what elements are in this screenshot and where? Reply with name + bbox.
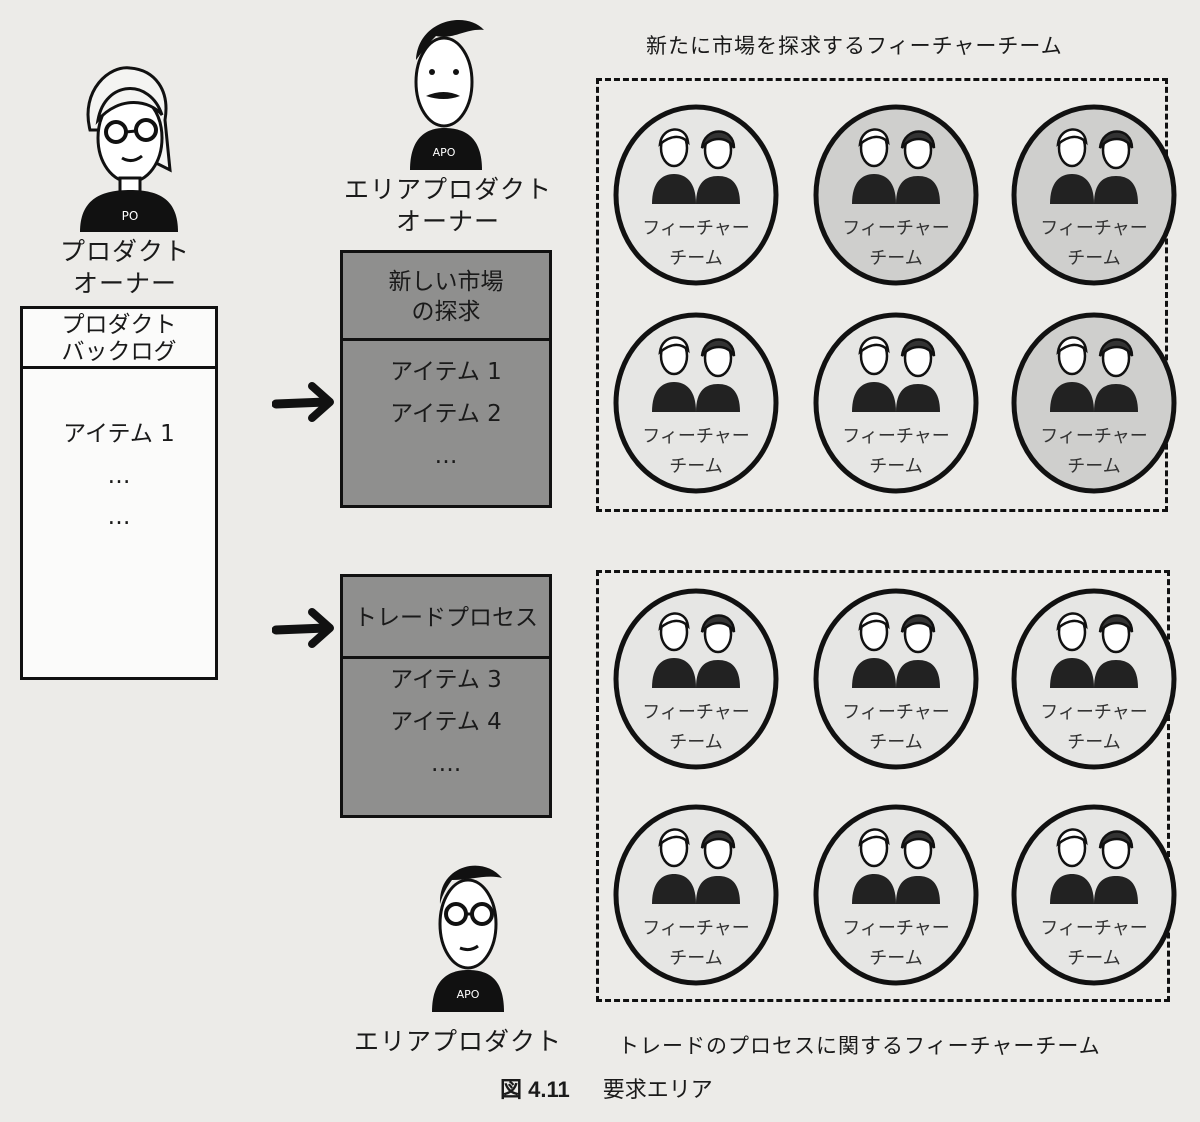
- feature-team-group-trade: [596, 570, 1170, 1002]
- team-label: チーム: [1067, 948, 1121, 969]
- team-label: フィーチャー: [642, 218, 750, 239]
- svg-text:APO: APO: [457, 988, 480, 1001]
- group-title-trade: トレードのプロセスに関するフィーチャーチーム: [618, 1034, 1101, 1058]
- team-members-icon: [813, 104, 979, 286]
- arrow-right-icon: [272, 608, 334, 648]
- product-owner-avatar: PO: [80, 66, 178, 232]
- team-members-icon: [1011, 804, 1177, 986]
- product-backlog: プロダクト バックログ アイテム 1 … …: [20, 306, 218, 680]
- feature-team-circle: フィーチャーチーム: [612, 312, 780, 494]
- team-label: フィーチャー: [842, 918, 950, 939]
- team-label: フィーチャー: [1040, 918, 1148, 939]
- team-label: チーム: [1067, 456, 1121, 477]
- feature-team-circle: フィーチャーチーム: [1010, 312, 1178, 494]
- feature-team-circle: フィーチャーチーム: [1010, 804, 1178, 986]
- team-label: フィーチャー: [1040, 218, 1148, 239]
- area-item: アイテム 2: [390, 401, 502, 427]
- area-item: アイテム 4: [390, 709, 502, 735]
- area-header: トレードプロセス: [343, 577, 549, 659]
- area-item: アイテム 1: [390, 359, 502, 385]
- team-members-icon: [1011, 312, 1177, 494]
- figure-number: 図 4.11: [500, 1077, 570, 1102]
- area-product-owner-avatar: APO: [410, 20, 484, 170]
- team-label: チーム: [1067, 732, 1121, 753]
- feature-team-circle: フィーチャーチーム: [1010, 588, 1178, 770]
- feature-team-circle: フィーチャーチーム: [612, 588, 780, 770]
- team-label: チーム: [869, 948, 923, 969]
- team-members-icon: [813, 804, 979, 986]
- backlog-item: …: [107, 504, 131, 530]
- team-members-icon: [613, 804, 779, 986]
- area-item: ….: [430, 751, 462, 777]
- figure-title: 要求エリア: [602, 1078, 713, 1103]
- team-members-icon: [613, 312, 779, 494]
- area-item: …: [434, 443, 458, 469]
- team-label: フィーチャー: [1040, 426, 1148, 447]
- area-product-owner-label: エリアプロダクト オーナー: [343, 175, 552, 236]
- figure-caption: 図 4.11 要求エリア: [500, 1072, 713, 1104]
- team-members-icon: [613, 588, 779, 770]
- backlog-item: …: [107, 463, 131, 489]
- backlog-item: アイテム 1: [63, 421, 175, 447]
- feature-team-circle: フィーチャーチーム: [612, 804, 780, 986]
- team-members-icon: [613, 104, 779, 286]
- feature-team-circle: フィーチャーチーム: [812, 312, 980, 494]
- team-members-icon: [813, 588, 979, 770]
- area-product-owner-avatar: APO: [432, 865, 504, 1012]
- area-header: 新しい市場 の探求: [343, 253, 549, 341]
- requirement-area-new-market: 新しい市場 の探求 アイテム 1 アイテム 2 …: [340, 250, 552, 508]
- requirement-area-trade: トレードプロセス アイテム 3 アイテム 4 ….: [340, 574, 552, 818]
- feature-team-circle: フィーチャーチーム: [1010, 104, 1178, 286]
- area-product-owner-label: エリアプロダクト: [353, 1027, 562, 1056]
- group-title-new-market: 新たに市場を探求するフィーチャーチーム: [646, 34, 1063, 58]
- feature-team-group-new-market: [596, 78, 1168, 512]
- team-label: チーム: [669, 948, 723, 969]
- svg-text:APO: APO: [433, 146, 456, 159]
- feature-team-circle: フィーチャーチーム: [812, 104, 980, 286]
- svg-text:PO: PO: [122, 209, 139, 223]
- team-label: チーム: [869, 732, 923, 753]
- team-label: フィーチャー: [842, 426, 950, 447]
- product-backlog-header: プロダクト バックログ: [23, 309, 215, 369]
- feature-team-circle: フィーチャーチーム: [812, 588, 980, 770]
- team-members-icon: [813, 312, 979, 494]
- team-label: チーム: [869, 248, 923, 269]
- team-label: フィーチャー: [642, 918, 750, 939]
- team-label: フィーチャー: [642, 702, 750, 723]
- team-members-icon: [1011, 588, 1177, 770]
- team-label: チーム: [1067, 248, 1121, 269]
- team-label: チーム: [669, 732, 723, 753]
- product-owner-label: プロダクト オーナー: [59, 237, 190, 298]
- team-label: フィーチャー: [1040, 702, 1148, 723]
- team-label: フィーチャー: [842, 702, 950, 723]
- team-members-icon: [1011, 104, 1177, 286]
- team-label: フィーチャー: [842, 218, 950, 239]
- team-label: チーム: [669, 456, 723, 477]
- team-label: チーム: [869, 456, 923, 477]
- area-item: アイテム 3: [390, 667, 502, 693]
- feature-team-circle: フィーチャーチーム: [612, 104, 780, 286]
- team-label: フィーチャー: [642, 426, 750, 447]
- arrow-right-icon: [272, 382, 334, 422]
- feature-team-circle: フィーチャーチーム: [812, 804, 980, 986]
- team-label: チーム: [669, 248, 723, 269]
